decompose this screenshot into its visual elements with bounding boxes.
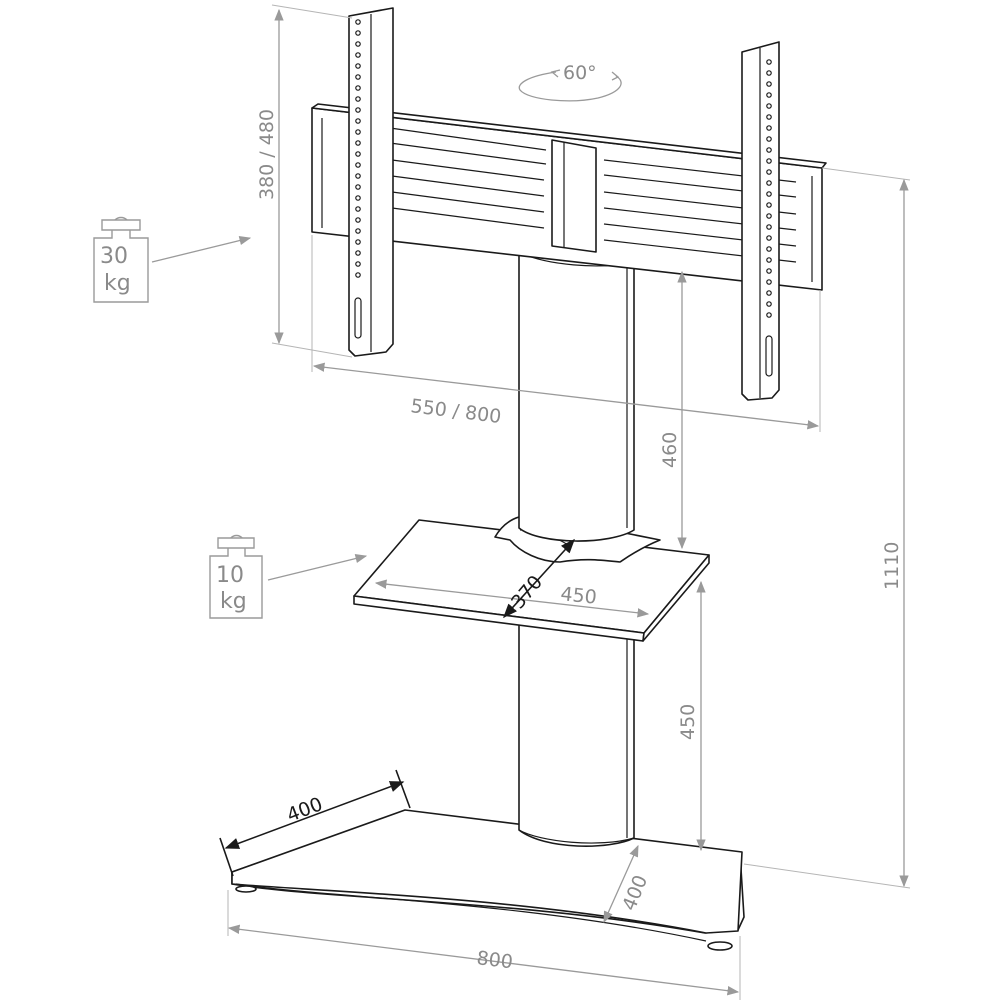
shelf-load-unit: kg	[220, 589, 247, 614]
left-bracket	[348, 7, 394, 357]
mount-load-unit: kg	[104, 271, 131, 296]
mounting-hole	[355, 74, 361, 80]
mounting-hole	[355, 19, 361, 25]
mounting-hole	[355, 118, 361, 124]
mounting-hole	[766, 92, 772, 98]
shelf-load-weight: 10 kg	[209, 534, 368, 619]
mounting-hole	[766, 191, 772, 197]
mounting-hole	[766, 70, 772, 76]
mounting-hole	[766, 81, 772, 87]
lower-column-label: 450	[677, 704, 699, 740]
mounting-hole	[355, 63, 361, 69]
rotation-indicator: 60°	[518, 62, 622, 102]
mounting-hole	[355, 195, 361, 201]
mounting-hole	[355, 206, 361, 212]
mounting-hole	[355, 261, 361, 267]
mounting-hole	[355, 151, 361, 157]
mounting-hole	[355, 140, 361, 146]
mounting-hole	[355, 41, 361, 47]
mounting-hole	[355, 217, 361, 223]
mounting-hole	[766, 268, 772, 274]
mounting-hole	[355, 272, 361, 278]
shelf-load-value: 10	[216, 563, 244, 588]
mounting-hole	[766, 202, 772, 208]
mounting-hole	[355, 173, 361, 179]
lower-column-dimension: 450	[677, 580, 706, 852]
mount-load-value: 30	[100, 244, 128, 269]
mount-height-label: 380 / 480	[256, 109, 278, 200]
mount-width-label: 550 / 800	[409, 395, 502, 428]
mounting-hole	[766, 224, 772, 230]
mounting-hole	[766, 147, 772, 153]
mounting-hole	[355, 250, 361, 256]
mounting-hole	[355, 184, 361, 190]
mounting-hole	[766, 125, 772, 131]
mounting-hole	[766, 59, 772, 65]
mounting-hole	[766, 158, 772, 164]
upper-column-dimension: 460	[659, 270, 687, 550]
rotation-label: 60°	[563, 62, 597, 84]
mounting-hole	[766, 312, 772, 318]
mount-plate	[311, 103, 827, 291]
mounting-slot	[354, 297, 362, 339]
overall-height-dimension: 1110	[743, 167, 911, 889]
mounting-hole	[766, 103, 772, 109]
mounting-hole	[766, 213, 772, 219]
mounting-hole	[355, 96, 361, 102]
base-depth-top-label: 400	[284, 793, 326, 827]
mounting-hole	[766, 246, 772, 252]
mounting-hole	[355, 162, 361, 168]
mounting-hole	[355, 85, 361, 91]
lower-column	[518, 624, 635, 847]
upper-column	[518, 251, 635, 542]
mounting-hole	[766, 290, 772, 296]
mounting-hole	[766, 180, 772, 186]
mounting-hole	[355, 52, 361, 58]
mounting-hole	[355, 129, 361, 135]
mounting-hole	[766, 257, 772, 263]
mounting-hole	[766, 114, 772, 120]
overall-height-label: 1110	[881, 542, 903, 590]
mounting-hole	[766, 301, 772, 307]
upper-column-label: 460	[659, 432, 681, 468]
mounting-hole	[766, 169, 772, 175]
mounting-hole	[766, 235, 772, 241]
base-width-label: 800	[475, 947, 514, 973]
mounting-hole	[355, 239, 361, 245]
base-plate	[231, 809, 745, 951]
mounting-hole	[766, 136, 772, 142]
mounting-hole	[355, 228, 361, 234]
mounting-hole	[355, 30, 361, 36]
shelf-width-label: 450	[559, 583, 597, 609]
right-bracket	[741, 41, 780, 401]
mount-load-weight: 30 kg	[93, 216, 252, 303]
mounting-hole	[766, 279, 772, 285]
mounting-hole	[355, 107, 361, 113]
base-width-dimension: 800	[227, 890, 741, 1000]
